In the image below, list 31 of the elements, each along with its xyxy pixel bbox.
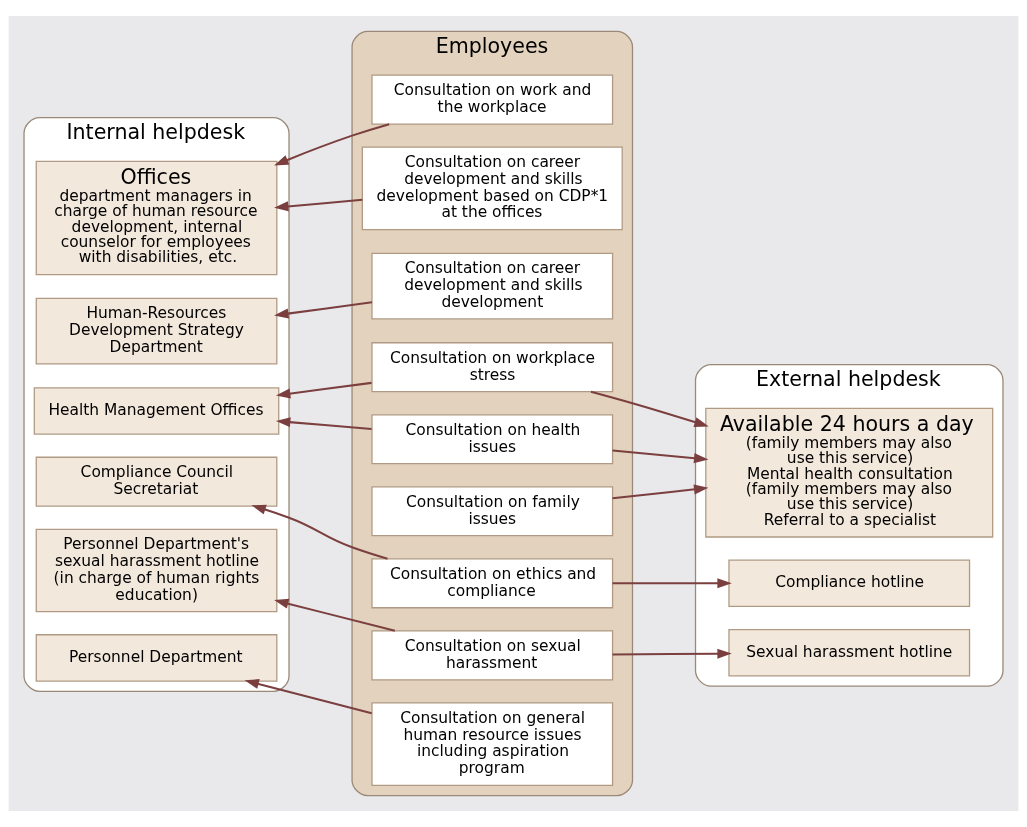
node-box: Personnel Department's sexual harassment hotline (in charge of human rights education) bbox=[35, 528, 278, 613]
arrow bbox=[274, 301, 373, 319]
node-box: Sexual harassment hotline bbox=[728, 628, 971, 677]
arrow bbox=[251, 504, 388, 560]
node-box: Personnel Department bbox=[35, 634, 278, 682]
arrow bbox=[612, 648, 732, 659]
node-box: Consultation on career development and skills development bbox=[371, 252, 614, 320]
arrow bbox=[274, 123, 390, 166]
arrow bbox=[275, 417, 372, 431]
arrow bbox=[274, 598, 396, 632]
node-box: Compliance Council Secretariat bbox=[35, 456, 278, 507]
node-box: Consultation on ethics and compliance bbox=[371, 558, 614, 609]
node-box: Compliance hotline bbox=[728, 559, 971, 608]
node-box: Available 24 hours a day (family members may also use this service) Mental health consultation (family members may also use this service) Referral to a specialist bbox=[705, 407, 994, 538]
node-box: Offices department managers in charge of human resource development, internal counselor for employees with disabilities, etc. bbox=[35, 160, 278, 276]
node-box: Consultation on general human resource issues including aspiration program bbox=[371, 702, 614, 786]
node-box: Consultation on family issues bbox=[371, 486, 614, 537]
node-box: Human-Resources Development Strategy Department bbox=[35, 297, 278, 365]
node-box: Health Management Offices bbox=[33, 387, 280, 435]
arrow bbox=[275, 381, 372, 399]
arrow bbox=[612, 578, 732, 589]
arrow bbox=[274, 198, 363, 212]
arrow bbox=[244, 679, 372, 715]
arrow bbox=[590, 390, 709, 427]
node-box: Consultation on health issues bbox=[371, 414, 614, 465]
node-box: Consultation on workplace stress bbox=[371, 342, 614, 393]
node-box: Consultation on work and the workplace bbox=[371, 74, 614, 125]
node-box: Consultation on sexual harassment bbox=[371, 630, 614, 681]
arrow bbox=[612, 449, 709, 464]
arrow bbox=[612, 484, 709, 500]
node-box: Consultation on career development and skills development based on CDP*1 at the offices bbox=[361, 146, 623, 231]
